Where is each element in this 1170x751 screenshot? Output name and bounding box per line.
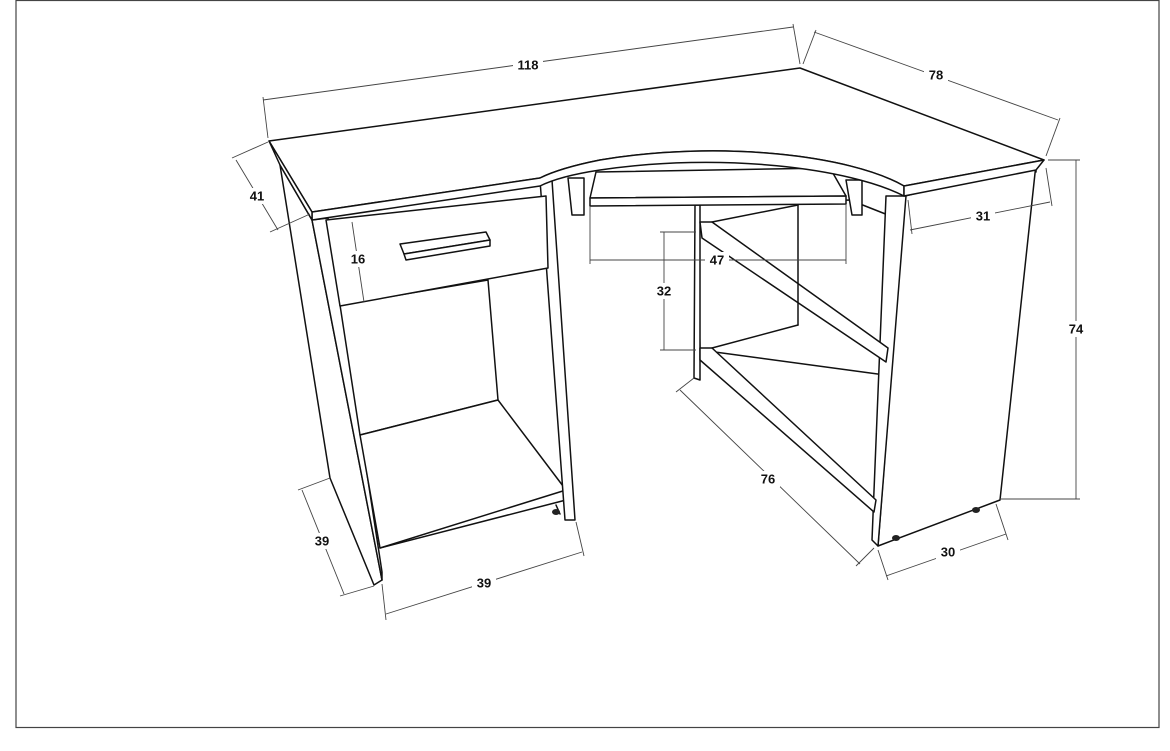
middle-shelf <box>699 221 889 363</box>
right-inner-side <box>693 204 701 381</box>
tray-bracket-right <box>845 179 863 216</box>
foot-right-1 <box>892 535 900 541</box>
keyboard-tray-front <box>589 195 847 207</box>
dimension-labels: 118 78 41 16 47 32 74 31 76 39 39 30 <box>245 57 1088 591</box>
bottom-shelf <box>699 347 877 513</box>
desk-illustration <box>268 67 1045 586</box>
left-shelf-front <box>379 499 567 549</box>
label-30: 30 <box>941 545 955 560</box>
label-118: 118 <box>518 58 539 73</box>
bottom-shelf-back <box>711 324 799 349</box>
label-39-depth: 39 <box>315 534 329 549</box>
drawer-handle-grip <box>403 239 491 261</box>
right-front-upright <box>871 195 907 547</box>
foot-left <box>552 509 560 515</box>
label-41: 41 <box>250 189 264 204</box>
desktop-right-edge <box>903 159 1045 197</box>
middle-shelf-back <box>711 204 799 223</box>
label-39-width: 39 <box>477 576 491 591</box>
label-32: 32 <box>657 284 671 299</box>
desktop-left-edge <box>268 140 313 221</box>
keyboard-tray <box>589 167 847 199</box>
drawing-frame <box>15 0 1160 729</box>
label-16: 16 <box>351 252 365 267</box>
foot-right-2 <box>972 507 980 513</box>
label-74: 74 <box>1069 322 1084 337</box>
label-47: 47 <box>710 253 724 268</box>
label-78: 78 <box>929 68 943 83</box>
label-76: 76 <box>761 472 775 487</box>
tray-bracket-left <box>567 177 585 216</box>
label-31: 31 <box>976 209 990 224</box>
